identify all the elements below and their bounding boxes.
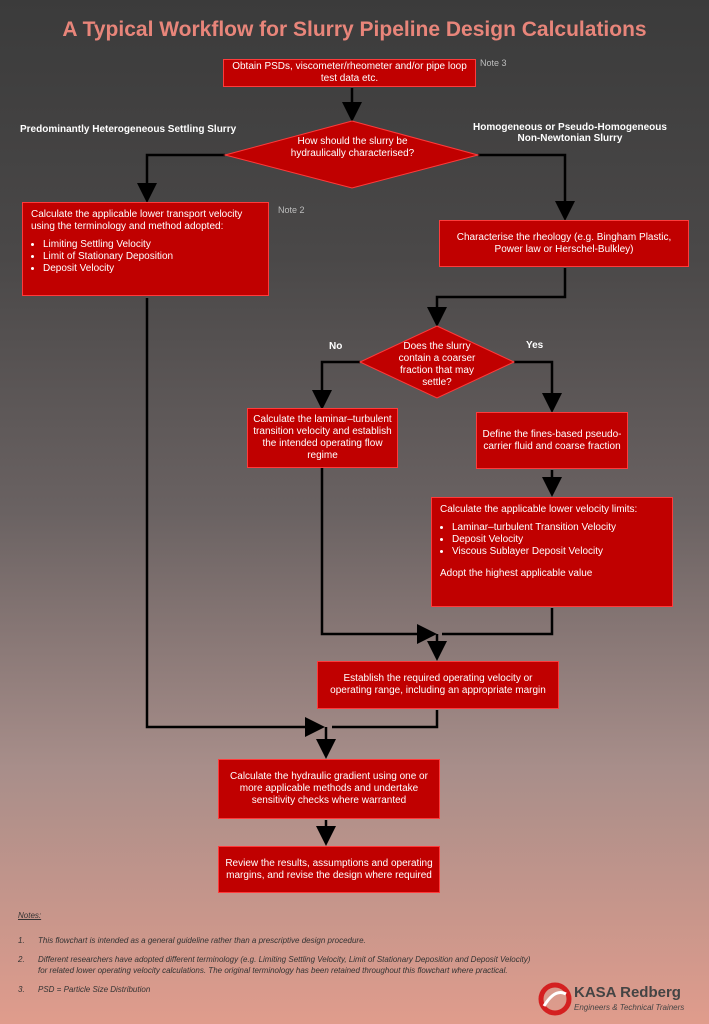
fines-define-text: Define the fines-based pseudo-carrier fl… [482,428,622,452]
note-2-ref: Note 2 [278,205,305,215]
review-box: Review the results, assumptions and oper… [218,846,440,893]
start-box: Obtain PSDs, viscometer/rheometer and/or… [223,59,476,87]
no-label: No [329,341,343,352]
operating-velocity-box: Establish the required operating velocit… [317,661,559,709]
fines-define-box: Define the fines-based pseudo-carrier fl… [476,412,628,469]
logo-name: KASA Redberg [574,984,681,1001]
decision-diamond-coarse-fraction [358,325,516,399]
left-calc-item: Limiting Settling Velocity [43,239,260,251]
note-item: 1. This flowchart is intended as a gener… [18,935,538,946]
review-text: Review the results, assumptions and oper… [225,857,433,881]
note-item: 3. PSD = Particle Size Distribution [18,984,538,995]
logo-tagline: Engineers & Technical Trainers [574,1003,685,1012]
decision-diamond-characterisation [223,120,480,189]
left-branch-label: Predominantly Heterogeneous Settling Slu… [20,124,237,135]
operating-velocity-text: Establish the required operating velocit… [330,673,546,696]
left-calc-item: Deposit Velocity [43,263,260,275]
note-number: 2. [18,955,25,964]
right-branch-label-line1: Homogeneous or Pseudo-Homogeneous [473,122,667,133]
lower-limits-outro: Adopt the highest applicable value [440,568,593,579]
note-text: This flowchart is intended as a general … [38,936,366,945]
note-number: 3. [18,985,25,994]
kasa-redberg-logo: KASA Redberg Engineers & Technical Train… [538,982,698,1018]
yes-label: Yes [526,340,544,351]
right-branch-label: Homogeneous or Pseudo-Homogeneous Non-Ne… [470,122,670,144]
note-text: Different researchers have adopted diffe… [38,955,531,975]
logo-swirl-icon [538,982,572,1016]
rheology-box: Characterise the rheology (e.g. Bingham … [439,220,689,267]
left-calc-intro: Calculate the applicable lower transport… [31,209,243,232]
note-3-ref: Note 3 [480,58,507,68]
notes-section: Notes: 1. This flowchart is intended as … [18,910,538,1003]
right-branch-label-line2: Non-Newtonian Slurry [517,133,623,144]
note-item: 2. Different researchers have adopted di… [18,954,538,976]
decision2-text: Does the slurry contain a coarser fracti… [398,341,476,388]
left-calc-item: Limit of Stationary Deposition [43,251,260,263]
left-calc-list: Limiting Settling Velocity Limit of Stat… [31,239,260,275]
note-number: 1. [18,936,25,945]
left-calc-box: Calculate the applicable lower transport… [22,202,269,296]
lower-limits-list: Laminar–turbulent Transition Velocity De… [440,522,664,558]
lower-limits-item: Viscous Sublayer Deposit Velocity [452,546,664,558]
lower-limits-item: Deposit Velocity [452,534,664,546]
page-title: A Typical Workflow for Slurry Pipeline D… [62,18,647,41]
laminar-calc-text: Calculate the laminar–turbulent transiti… [253,414,392,461]
rheology-text: Characterise the rheology (e.g. Bingham … [456,231,672,255]
note-text: PSD = Particle Size Distribution [38,985,151,994]
lower-limits-item: Laminar–turbulent Transition Velocity [452,522,664,534]
hydraulic-gradient-text: Calculate the hydraulic gradient using o… [230,771,428,806]
lower-limits-box: Calculate the applicable lower velocity … [431,497,673,607]
lower-limits-intro: Calculate the applicable lower velocity … [440,504,638,515]
decision1-text: How should the slurry be hydraulically c… [290,136,415,159]
laminar-calc-box: Calculate the laminar–turbulent transiti… [247,408,398,468]
notes-heading: Notes: [18,911,42,920]
start-text: Obtain PSDs, viscometer/rheometer and/or… [232,61,467,84]
hydraulic-gradient-box: Calculate the hydraulic gradient using o… [218,759,440,819]
